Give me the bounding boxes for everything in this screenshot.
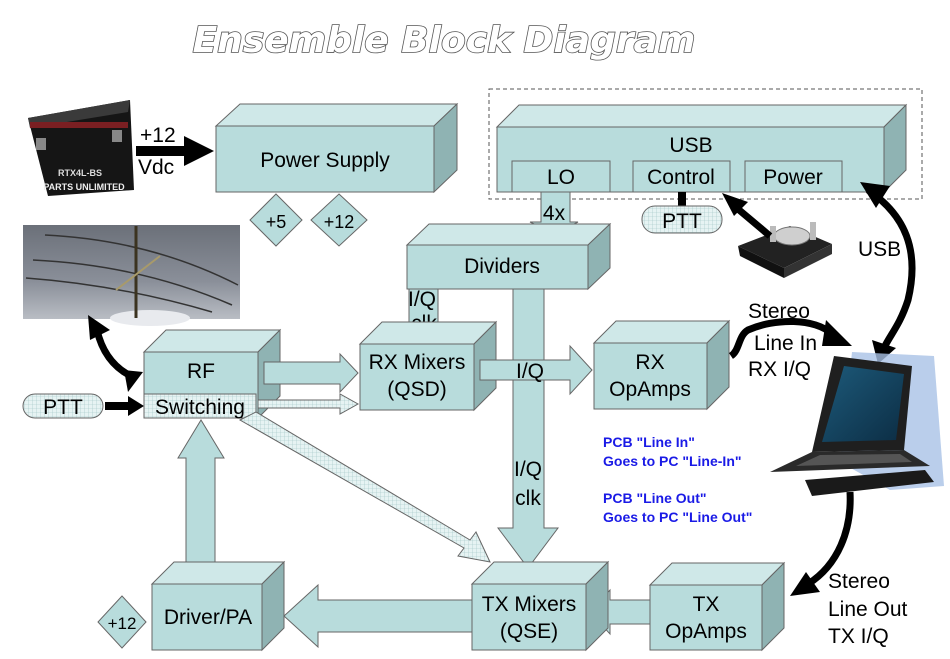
usb-link-label: USB <box>858 238 901 261</box>
power-supply-label: Power Supply <box>260 149 390 172</box>
svg-text:PTT: PTT <box>662 210 702 233</box>
line-out-arrow <box>790 491 854 596</box>
svg-text:I/Q: I/Q <box>514 458 542 481</box>
rx-mixers-label: RX Mixers <box>369 351 466 374</box>
supply-voltage-label: +12 <box>140 124 176 147</box>
note-line-out-1: PCB "Line Out" <box>603 490 707 506</box>
dividers-block: Dividers <box>405 222 612 291</box>
rf-block: RF Switching <box>142 328 282 420</box>
rx-mixers-sublabel: (QSD) <box>387 378 447 401</box>
usb-enclosure <box>488 88 923 200</box>
battery-to-ps-arrow <box>136 136 214 166</box>
laptop-image <box>770 352 944 496</box>
rf-to-rx-mixers-arrow <box>263 352 359 394</box>
tx-mixers-to-driver-arrow <box>283 583 473 649</box>
ptt-left-badge: PTT <box>22 393 104 419</box>
battery-brand: PARTS UNLIMITED <box>43 182 125 192</box>
rx-mixers-to-rx-opamps-arrow: I/Q <box>479 344 593 396</box>
note-line-in-2: Goes to PC "Line-In" <box>603 453 742 469</box>
usb-cable-arrow <box>860 182 916 364</box>
control-subblock <box>632 160 731 193</box>
ptt-to-switching-arrow <box>105 396 144 416</box>
rx-mixers-block: RX Mixers (QSD) <box>358 320 498 412</box>
note-line-out-2: Goes to PC "Line Out" <box>603 509 752 525</box>
power-supply-block: Power Supply <box>214 102 459 194</box>
ptt-usb-badge: PTT <box>641 205 723 234</box>
driver-to-rf-arrow <box>177 419 225 563</box>
note-line-in-1: PCB "Line In" <box>603 434 695 450</box>
line-out-label-2: Line Out <box>828 598 908 621</box>
dividers-label: Dividers <box>464 255 540 278</box>
svg-text:I/Q: I/Q <box>408 288 436 311</box>
lo-subblock <box>511 160 611 193</box>
line-in-label-3: RX I/Q <box>748 358 811 381</box>
driver-pa-label: Driver/PA <box>164 606 252 629</box>
svg-text:+12: +12 <box>108 614 137 633</box>
lo-label: LO <box>547 166 575 189</box>
ptt-connector <box>678 192 686 206</box>
line-out-label-3: TX I/Q <box>828 625 889 648</box>
line-in-label-2: Line In <box>754 332 817 355</box>
antenna-image <box>23 225 240 326</box>
battery-image: RTX4L-BS PARTS UNLIMITED <box>28 100 134 196</box>
switching-to-tx-mixers-arrow <box>238 411 491 563</box>
control-label: Control <box>647 166 715 189</box>
svg-text:4x: 4x <box>543 202 566 225</box>
svg-text:PTT: PTT <box>43 396 83 419</box>
plus5-badge: +5 <box>249 193 303 247</box>
tx-opamps-label: TX <box>693 593 720 616</box>
switching-label: Switching <box>155 396 245 419</box>
tx-opamps-block: TX OpAmps <box>648 561 786 652</box>
power-label: Power <box>763 166 823 189</box>
dividers-to-tx-mixers-arrow: I/Q clk <box>497 288 559 569</box>
battery-model: RTX4L-BS <box>58 168 102 178</box>
usb-block: USB LO Control Power <box>495 103 908 194</box>
svg-text:I/Q: I/Q <box>516 360 544 383</box>
tx-opamps-sublabel: OpAmps <box>665 620 747 643</box>
tx-mixers-block: TX Mixers (QSE) <box>470 560 610 652</box>
power-subblock <box>744 160 843 193</box>
supply-vdc-label: Vdc <box>138 156 174 179</box>
switching-to-rx-mixers-arrow <box>257 393 360 415</box>
line-out-label-1: Stereo <box>828 570 890 593</box>
plus12-pa-badge: +12 <box>97 595 147 649</box>
rx-opamps-label: RX <box>635 351 664 374</box>
diagram-title: Ensemble Block Diagram <box>193 20 696 61</box>
driver-pa-block: Driver/PA <box>150 560 286 652</box>
tx-mixers-label: TX Mixers <box>482 593 577 616</box>
line-in-label-1: Stereo <box>748 300 810 323</box>
line-in-arrow <box>728 318 852 359</box>
svg-text:+5: +5 <box>266 212 287 232</box>
key-to-control-arrow <box>722 193 773 239</box>
rx-opamps-sublabel: OpAmps <box>609 378 691 401</box>
morse-key-image <box>738 222 832 278</box>
svg-text:+12: +12 <box>324 212 355 232</box>
rf-label: RF <box>187 360 215 383</box>
antenna-rf-arrow <box>88 315 143 392</box>
svg-text:clk: clk <box>515 487 541 510</box>
rx-opamps-block: RX OpAmps <box>592 319 731 411</box>
tx-mixers-sublabel: (QSE) <box>500 620 558 643</box>
plus12-ps-badge: +12 <box>310 193 368 247</box>
switching-subblock <box>143 393 257 419</box>
usb-label: USB <box>669 134 712 157</box>
